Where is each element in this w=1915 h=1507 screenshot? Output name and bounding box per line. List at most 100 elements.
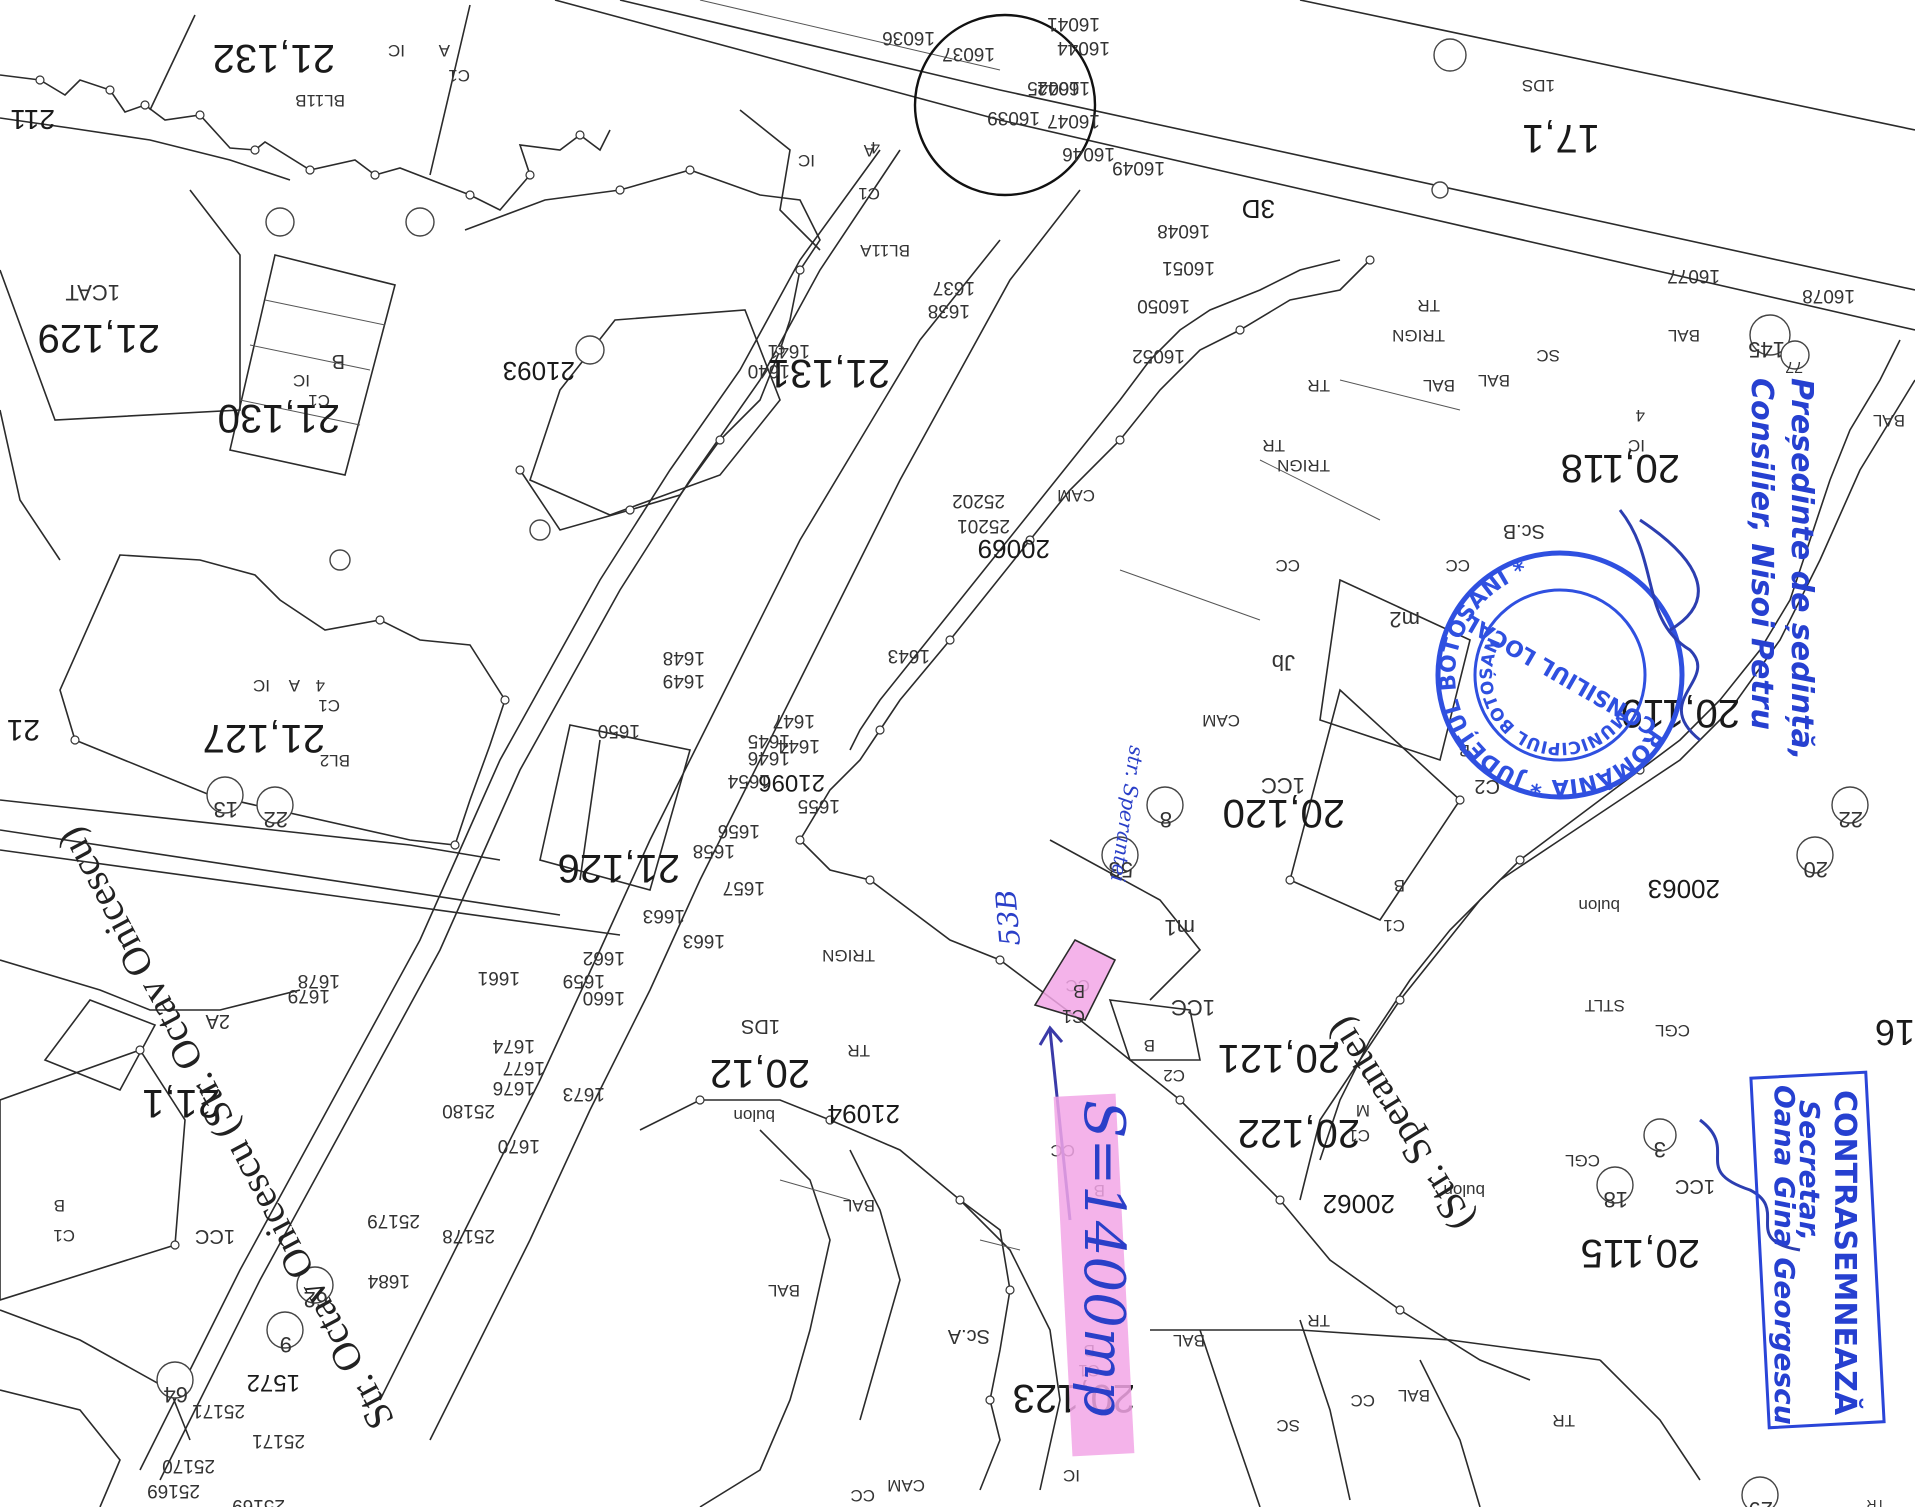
building-c2-small	[1108, 999, 1201, 1061]
code-label: BAL	[1478, 371, 1510, 390]
code-label: TR	[1552, 1411, 1575, 1430]
handwritten-number: 53B	[989, 888, 1027, 947]
address-numbers: 8 53 22 13 62 9 64 18 20 29 145 77 3 22	[156, 314, 1869, 1507]
point-label: 16052	[1132, 345, 1185, 366]
code-label: 1CC	[1261, 773, 1305, 798]
vertex	[955, 1195, 965, 1205]
lot-line	[1199, 1329, 1261, 1507]
point-label: 1640	[748, 360, 790, 381]
code-label: B	[1144, 1036, 1155, 1055]
code-label: A	[288, 676, 300, 695]
point-label: 16048	[1157, 220, 1210, 241]
point-label: 1650	[598, 720, 640, 741]
vertex	[795, 835, 805, 845]
vertex	[1005, 1285, 1015, 1295]
point-label: 20062	[1323, 1189, 1395, 1219]
code-label: B	[1073, 981, 1085, 1001]
code-label: CC	[850, 1486, 875, 1505]
survey-marker	[575, 335, 605, 365]
point-label: 20069	[978, 534, 1050, 564]
code-label: TRIGN	[822, 946, 875, 965]
signature-secretary	[1699, 1118, 1801, 1252]
block-20123-east	[959, 1199, 1061, 1491]
vertex	[170, 1240, 180, 1250]
survey-marker	[1431, 181, 1449, 199]
point-label: 1674	[492, 1035, 535, 1056]
code-label: 1CC	[1171, 995, 1215, 1020]
point-label: 1678	[298, 970, 340, 991]
code-label: 1CC	[1675, 1175, 1715, 1197]
code-label: STLT	[1585, 996, 1625, 1015]
area-annotation: S=1400mp	[1071, 1100, 1136, 1417]
address-circle	[1749, 314, 1791, 356]
street-edge-west-2	[139, 149, 881, 1471]
target-parcel: B C1 S=1400mp str. Sperantei 53B	[989, 744, 1149, 1457]
vertex	[465, 190, 475, 200]
lot-line	[1419, 1359, 1481, 1507]
code-label: CAM	[887, 1476, 925, 1495]
point-label: 16078	[1802, 285, 1855, 306]
code-label: BAL	[843, 1196, 875, 1215]
code-label: bulon	[1578, 896, 1620, 915]
code-label: BAL	[768, 1281, 800, 1300]
code-label: Sc.A	[947, 1325, 990, 1347]
point-label: 16049	[1112, 157, 1165, 178]
address-number: 53	[1109, 857, 1133, 882]
vertex	[370, 170, 380, 180]
point-label: 1673	[563, 1083, 605, 1104]
point-label: 1638	[928, 300, 970, 321]
survey-markers	[265, 38, 1467, 571]
point-label: 1679	[288, 985, 330, 1006]
point-label: 1654	[727, 770, 770, 791]
code-label: BAL	[1668, 326, 1700, 345]
address-circle	[266, 1311, 304, 1349]
code-label: 1CC	[195, 1225, 235, 1247]
arrow-head-icon	[1038, 1025, 1064, 1046]
point-label: 1647	[773, 710, 815, 731]
point-label: 16047	[1047, 110, 1100, 131]
code-label: CGL	[1565, 1151, 1600, 1170]
vertex	[195, 110, 205, 120]
lot-line	[0, 799, 501, 861]
point-label: 1648	[663, 647, 705, 668]
lot-line	[0, 959, 301, 1011]
code-label: SC	[1536, 346, 1560, 365]
vertex	[105, 85, 115, 95]
vertices	[35, 75, 1645, 1405]
vertex	[140, 100, 150, 110]
address-number: 145	[1748, 337, 1785, 362]
area-highlight	[1053, 1093, 1135, 1457]
code-label: BL11B	[295, 91, 345, 110]
handwritten-street: str. Sperantei	[1106, 744, 1149, 883]
code-label: BL11A	[860, 241, 910, 260]
parcel-label: 21,1	[142, 1081, 220, 1125]
block-21126	[539, 724, 692, 891]
vertex	[135, 1045, 145, 1055]
countersign-name: Oana Gina Georgescu	[1768, 1085, 1801, 1425]
stamp-outer-ring	[1435, 550, 1685, 800]
countersign-role: Secretar,	[1793, 1100, 1826, 1241]
address-number: 20	[1804, 857, 1828, 882]
address-number: 13	[214, 797, 238, 822]
vertex	[375, 615, 385, 625]
code-label: 4	[1636, 406, 1645, 425]
vertex	[795, 265, 805, 275]
building-c2	[1319, 578, 1471, 762]
point-label: 1645	[748, 730, 790, 751]
code-label: C1	[858, 184, 880, 203]
code-label: A	[863, 141, 875, 160]
parcel-label: 21,132	[213, 36, 335, 80]
code-label: A	[438, 41, 450, 60]
block-21131	[464, 169, 821, 531]
vertex	[685, 165, 695, 175]
block-20123	[639, 1099, 1011, 1491]
code-label: C1	[308, 391, 330, 410]
parcel-label: 21,130	[218, 396, 340, 440]
point-label: 1657	[723, 877, 765, 898]
code-label: 1DS	[1522, 76, 1555, 95]
council-stamp: ROMÂNIA * JUDEȚUL BOTOȘANI * MUNICIPIUL …	[1390, 541, 1709, 845]
code-label: C1	[1062, 1006, 1085, 1026]
vertex	[1365, 255, 1375, 265]
block-211	[0, 1049, 186, 1301]
